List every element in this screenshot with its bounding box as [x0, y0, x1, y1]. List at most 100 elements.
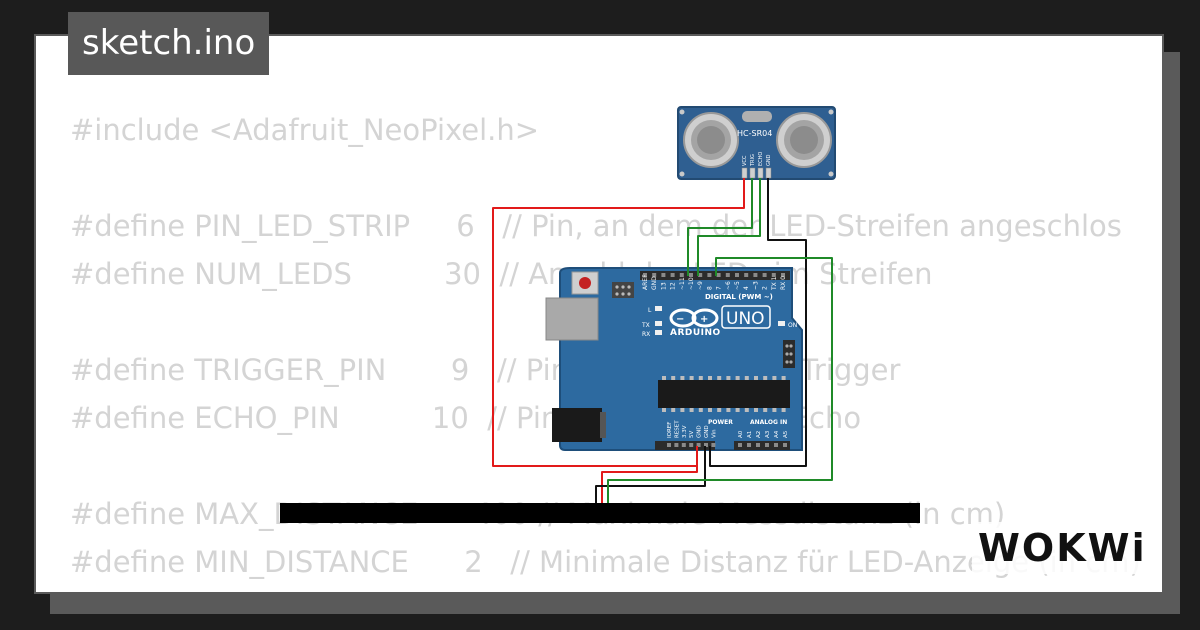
sensor-pin[interactable] [749, 167, 756, 179]
digital-pin-label: TX 1 [771, 276, 778, 291]
usb-port [545, 297, 599, 341]
digital-pin-hole[interactable] [725, 273, 730, 277]
rx-led [655, 330, 662, 335]
power-pin-hole[interactable] [704, 443, 708, 447]
digital-pin-hole[interactable] [744, 273, 749, 277]
sensor-pin[interactable] [765, 167, 772, 179]
svg-text:+: + [700, 314, 708, 325]
digital-pin-hole[interactable] [771, 273, 776, 277]
digital-pin-hole[interactable] [670, 273, 675, 277]
on-led [778, 321, 785, 326]
digital-pin-hole[interactable] [716, 273, 721, 277]
rx-led-label: RX [642, 331, 650, 338]
sensor-pin[interactable] [757, 167, 764, 179]
led-strip[interactable] [280, 503, 920, 523]
digital-pin-label: RX 0 [780, 276, 787, 290]
uno-model: UNO [726, 309, 765, 329]
analog-pin-hole[interactable] [756, 443, 760, 447]
analog-pin-hole[interactable] [747, 443, 751, 447]
power-jack [552, 408, 602, 442]
digital-pin-hole[interactable] [652, 273, 657, 277]
reset-button-cap[interactable] [579, 277, 591, 289]
analog-pin-label: A0 [738, 430, 744, 438]
digital-pin-label: 12 [670, 282, 677, 290]
l-led-label: L [648, 307, 652, 314]
digital-pin-hole[interactable] [661, 273, 666, 277]
wire-5v-strip [601, 466, 698, 522]
digital-pin-label: ~6 [725, 281, 732, 290]
atmega-chip [658, 380, 790, 408]
digital-pin-hole[interactable] [735, 273, 739, 277]
analog-label: ANALOG IN [750, 419, 787, 426]
digital-pin-hole[interactable] [707, 273, 712, 277]
tx-led [655, 321, 662, 326]
arduino-brand: ARDUINO [670, 328, 721, 338]
analog-header [734, 441, 790, 450]
digital-pin-label: 4 [743, 286, 750, 290]
sensor-pin[interactable] [741, 167, 748, 179]
digital-pin-hole[interactable] [643, 273, 647, 277]
digital-pin-label: ~5 [734, 281, 741, 290]
l-led [655, 306, 662, 311]
power-label: POWER [708, 419, 733, 426]
analog-pin-label: A3 [765, 430, 771, 438]
digital-pin-label: AREF [642, 274, 649, 290]
code-line: #include <Adafruit_NeoPixel.h> [70, 113, 540, 147]
sensor-pin-label: GND [766, 154, 772, 166]
left-transducer [683, 112, 739, 168]
svg-text:−: − [676, 314, 684, 325]
digital-pin-label: ~3 [752, 281, 759, 290]
digital-pin-label: 13 [660, 282, 667, 290]
analog-pin-label: A5 [783, 430, 789, 438]
analog-pin-hole[interactable] [774, 443, 778, 447]
power-pin-hole[interactable] [711, 443, 716, 447]
digital-pin-label: 7 [716, 286, 723, 290]
power-pin-hole[interactable] [696, 443, 701, 447]
sensor-pin-label: VCC [742, 155, 748, 166]
power-pin-hole[interactable] [681, 443, 686, 447]
digital-pin-hole[interactable] [753, 273, 758, 277]
analog-pin-label: A2 [756, 431, 762, 438]
digital-pin-hole[interactable] [689, 273, 693, 277]
digital-pin-label: 8 [706, 286, 713, 290]
power-pin-label: RESET [674, 420, 680, 438]
power-pin-label: GND [697, 425, 703, 438]
wokwi-logo: WOKWi [972, 522, 1153, 574]
code-line: #define PIN_LED_STRIP 6 // Pin, an dem d… [70, 209, 1122, 243]
right-transducer [776, 112, 832, 168]
file-tab[interactable]: sketch.ino [68, 12, 270, 75]
power-pin-label: IOREF [667, 422, 673, 438]
analog-pin-hole[interactable] [738, 443, 742, 447]
analog-pin-label: A1 [747, 431, 753, 438]
power-pin-label: 3.3V [682, 425, 688, 438]
uno-badge [721, 305, 771, 329]
arduino-infinity-icon: − + [669, 308, 719, 328]
digital-pin-hole[interactable] [698, 273, 703, 277]
power-pin-label: 5V [689, 431, 695, 438]
sensor-pin-label: ECHO [758, 152, 764, 166]
power-pin-label: GND [704, 425, 710, 438]
digital-pin-label: ~11 [679, 277, 686, 290]
power-pin-hole[interactable] [667, 443, 671, 447]
crystal [742, 111, 772, 122]
digital-pin-label: GND [651, 276, 658, 290]
wire-vcc-5v [492, 178, 745, 467]
power-pin-hole[interactable] [674, 443, 679, 447]
digital-pin-label: ~10 [688, 277, 695, 290]
wire-trig-pin9 [687, 178, 753, 276]
analog-pin-hole[interactable] [783, 443, 787, 447]
sensor-label: HC-SR04 [737, 129, 772, 138]
analog-pin-hole[interactable] [765, 443, 769, 447]
digital-pin-hole[interactable] [679, 273, 684, 277]
digital-pin-hole[interactable] [762, 273, 767, 277]
digital-pin-hole[interactable] [781, 273, 785, 277]
digital-label: DIGITAL (PWM ~) [705, 293, 773, 301]
power-pin-hole[interactable] [689, 443, 694, 447]
sensor-pin-label: TRIG [750, 154, 756, 167]
wire-gnd-sensor [709, 178, 807, 467]
wire-pin6-strip [607, 257, 833, 522]
analog-pin-label: A4 [774, 430, 780, 438]
